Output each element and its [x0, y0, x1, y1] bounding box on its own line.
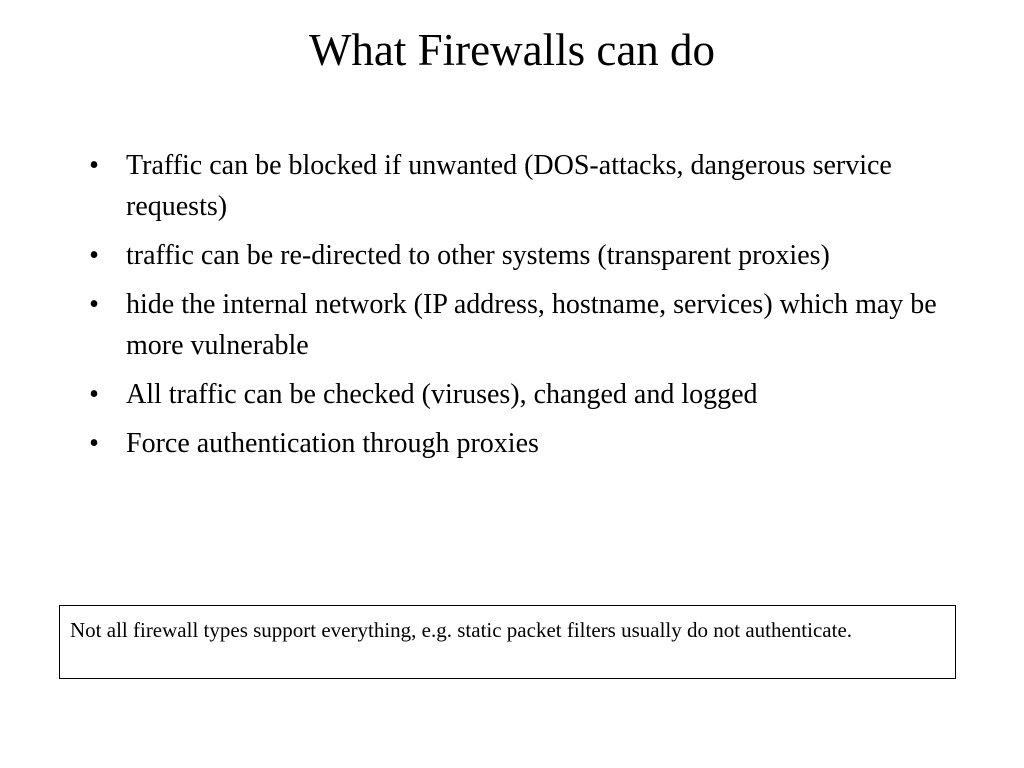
bullet-item: • All traffic can be checked (viruses), …: [84, 374, 944, 415]
bullet-item: • hide the internal network (IP address,…: [84, 284, 944, 366]
bullet-icon: •: [89, 150, 99, 181]
bullet-item: • Force authentication through proxies: [84, 423, 944, 464]
bullet-icon: •: [89, 240, 99, 271]
bullet-text: hide the internal network (IP address, h…: [126, 289, 937, 361]
bullet-text: Traffic can be blocked if unwanted (DOS-…: [126, 150, 892, 222]
bullet-item: • Traffic can be blocked if unwanted (DO…: [84, 145, 944, 227]
bullet-text: traffic can be re-directed to other syst…: [126, 240, 830, 271]
bullet-item: • traffic can be re-directed to other sy…: [84, 235, 944, 276]
slide-title: What Firewalls can do: [308, 25, 716, 75]
bullet-list: • Traffic can be blocked if unwanted (DO…: [84, 145, 944, 472]
bullet-text: Force authentication through proxies: [126, 428, 539, 459]
bullet-icon: •: [89, 379, 99, 410]
bullet-text: All traffic can be checked (viruses), ch…: [126, 379, 758, 410]
note-text: Not all firewall types support everythin…: [70, 618, 853, 642]
bullet-icon: •: [89, 289, 99, 320]
note-box: Not all firewall types support everythin…: [59, 605, 956, 679]
bullet-icon: •: [89, 428, 99, 459]
